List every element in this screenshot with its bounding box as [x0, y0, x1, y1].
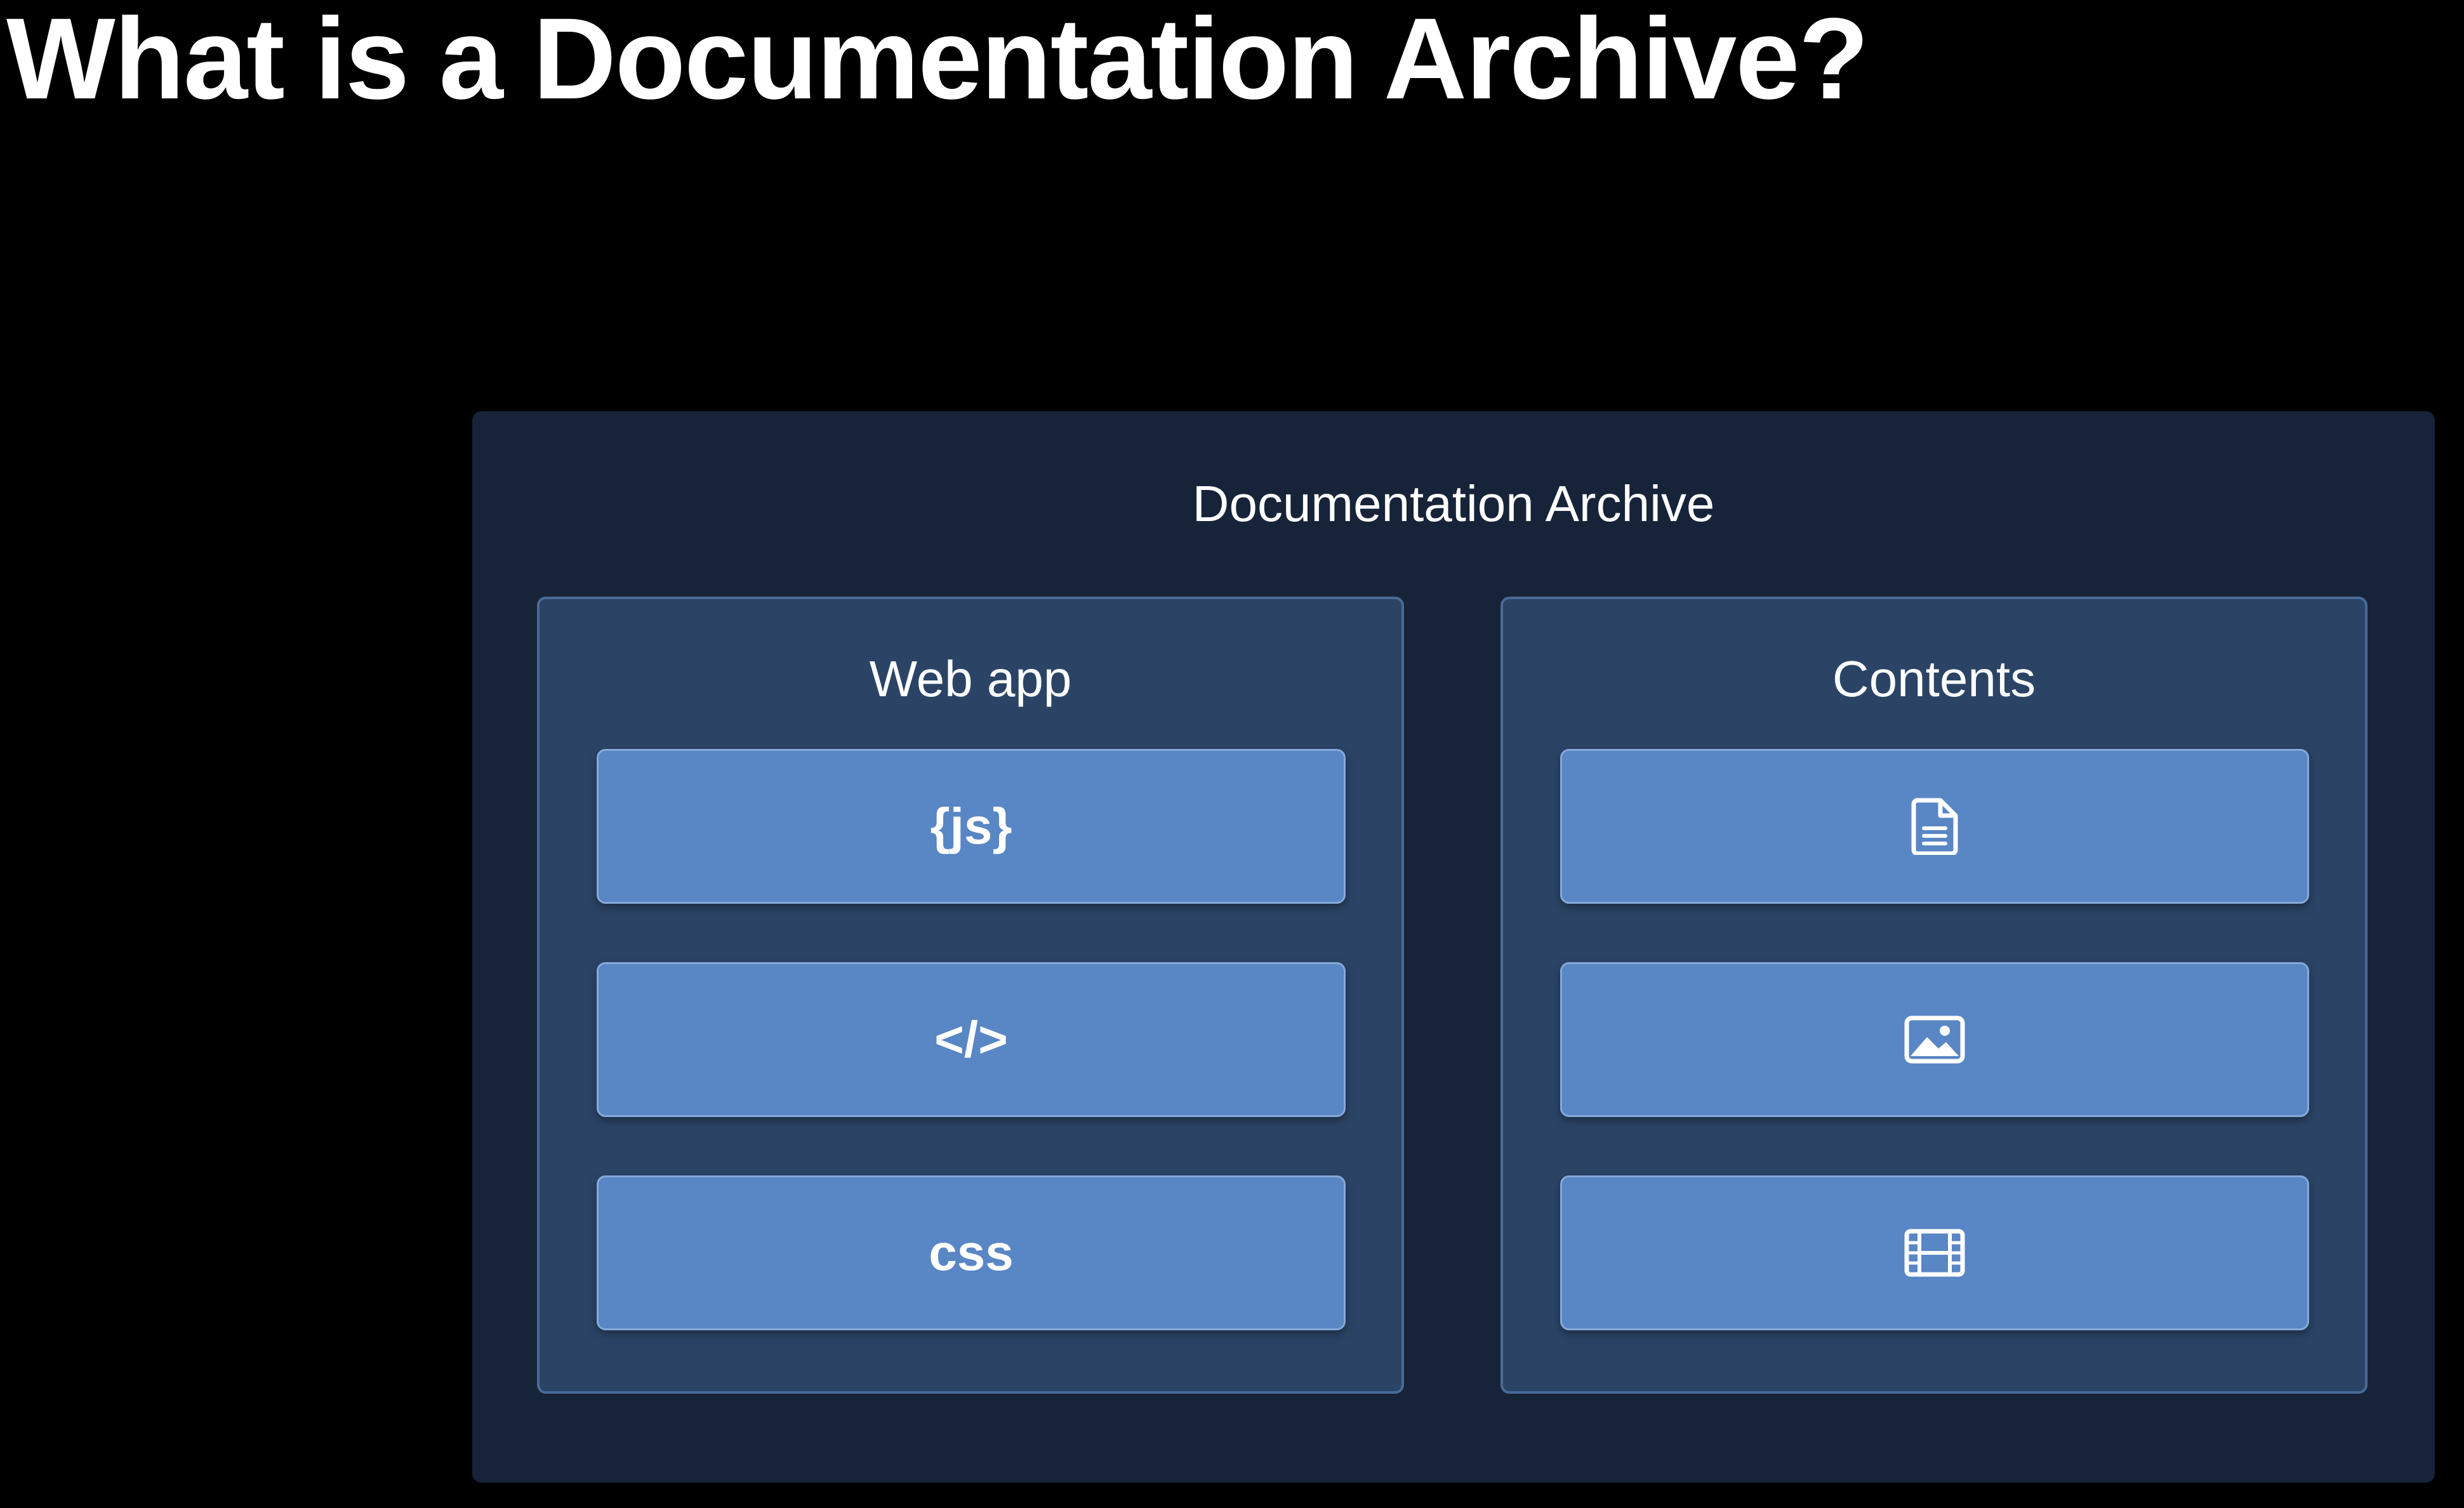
html-label: </>	[934, 1011, 1008, 1068]
document-tile	[1560, 749, 2309, 904]
js-label: {js}	[930, 798, 1012, 854]
html-tile: </>	[597, 962, 1346, 1117]
web-app-group: Web app {js} </> css	[537, 597, 1404, 1394]
web-app-group-title: Web app	[869, 651, 1072, 707]
slide-title: What is a Documentation Archive?	[6, 0, 1869, 123]
css-label: css	[929, 1224, 1014, 1281]
film-tile	[1560, 1175, 2309, 1330]
image-tile	[1560, 962, 2309, 1117]
film-icon	[1904, 1229, 1965, 1277]
image-icon	[1904, 1015, 1965, 1064]
js-tile: {js}	[597, 749, 1346, 904]
archive-title: Documentation Archive	[1192, 475, 1715, 532]
contents-group-title: Contents	[1832, 651, 2036, 707]
document-icon	[1911, 798, 1958, 855]
css-tile: css	[597, 1175, 1346, 1330]
documentation-archive-panel: Documentation Archive Web app {js} </> c…	[472, 411, 2435, 1483]
contents-group: Contents	[1500, 597, 2368, 1394]
